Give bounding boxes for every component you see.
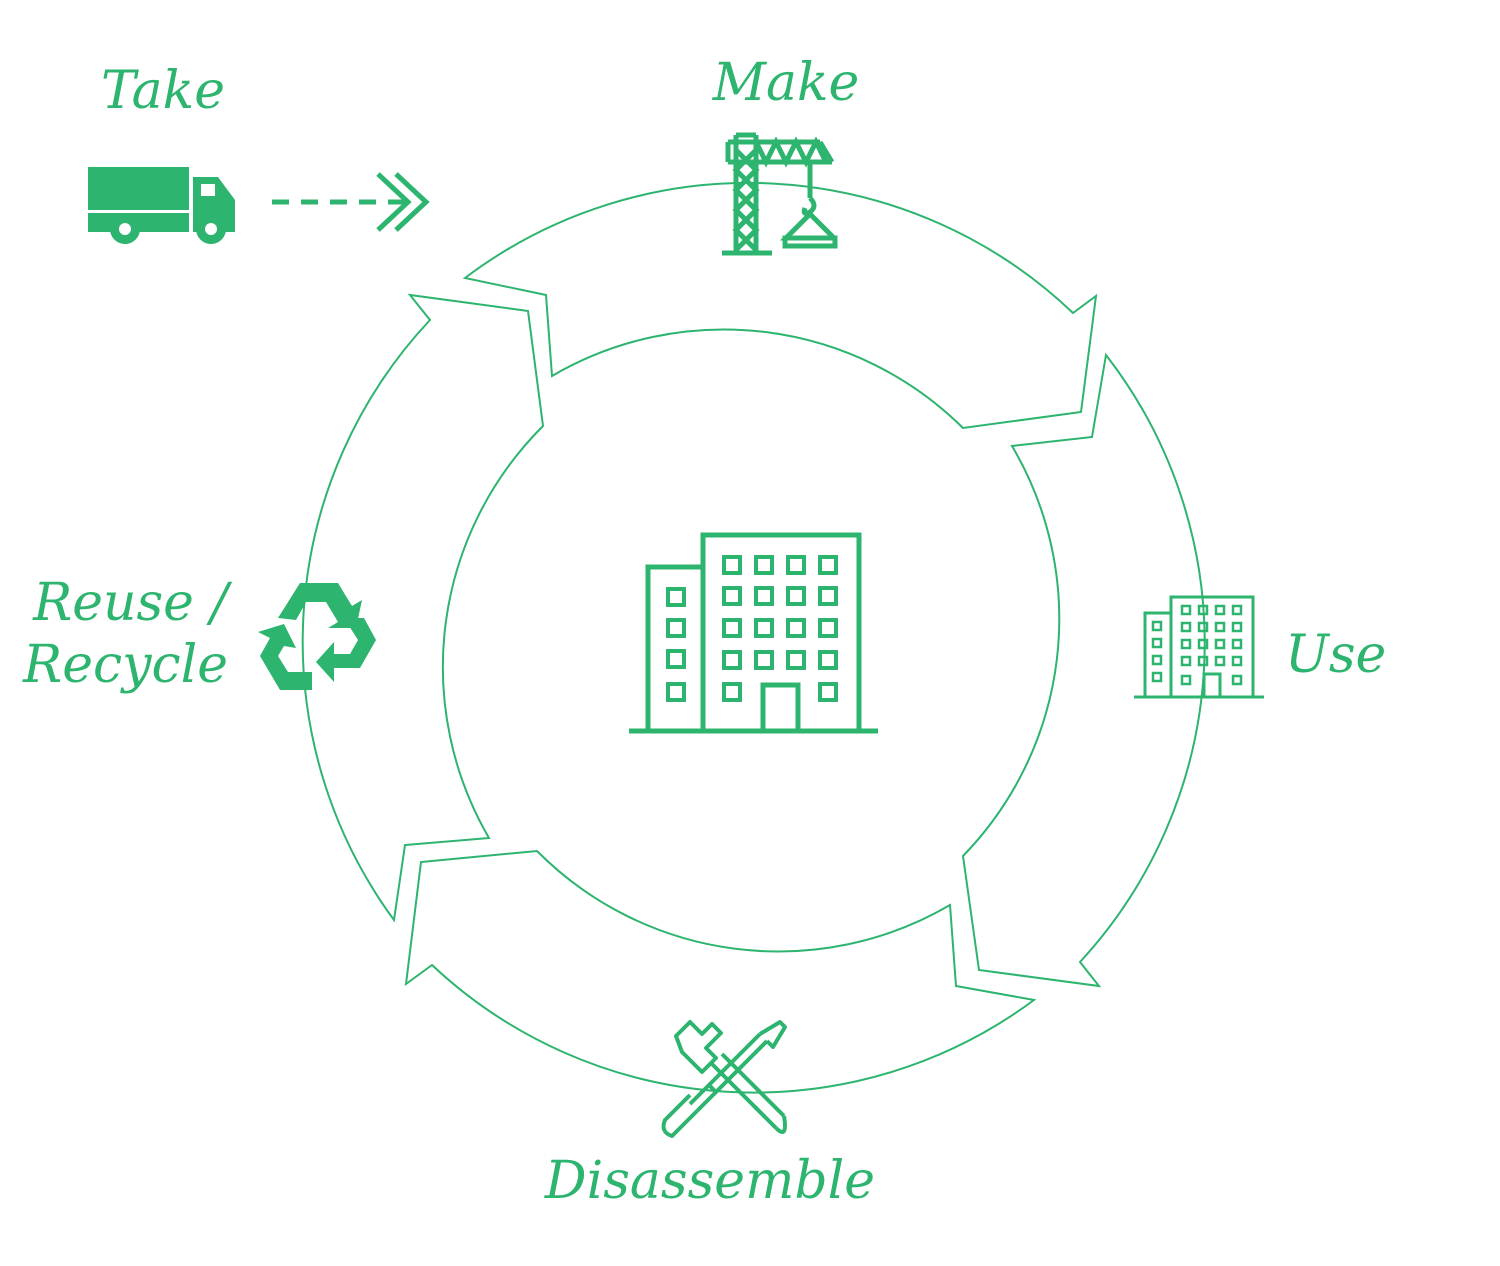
stage-label-make: Make — [712, 53, 860, 113]
stage-label-disassemble: Disassemble — [544, 1151, 875, 1211]
recycle-icon — [258, 583, 376, 690]
building-small-icon — [1134, 595, 1264, 699]
stage-label-take: Take — [101, 61, 225, 121]
stage-label-use: Use — [1285, 625, 1386, 685]
tools-icon — [661, 1020, 787, 1138]
dashed-arrow-icon — [272, 172, 430, 232]
stage-label-reuse-line2: Recycle — [22, 635, 228, 695]
cycle-arrow-use-to-disassemble — [961, 352, 1206, 988]
crane-icon — [722, 132, 838, 256]
cycle-ring — [301, 181, 1206, 1094]
cycle-arrow-make-to-use — [462, 181, 1098, 430]
cycle-arrow-reuse-to-make — [301, 293, 545, 923]
truck-icon — [88, 167, 235, 244]
stage-label-reuse-line1: Reuse / — [32, 573, 232, 633]
cycle-arrow-disassemble-to-reuse — [404, 849, 1037, 1094]
building-icon — [629, 532, 878, 734]
